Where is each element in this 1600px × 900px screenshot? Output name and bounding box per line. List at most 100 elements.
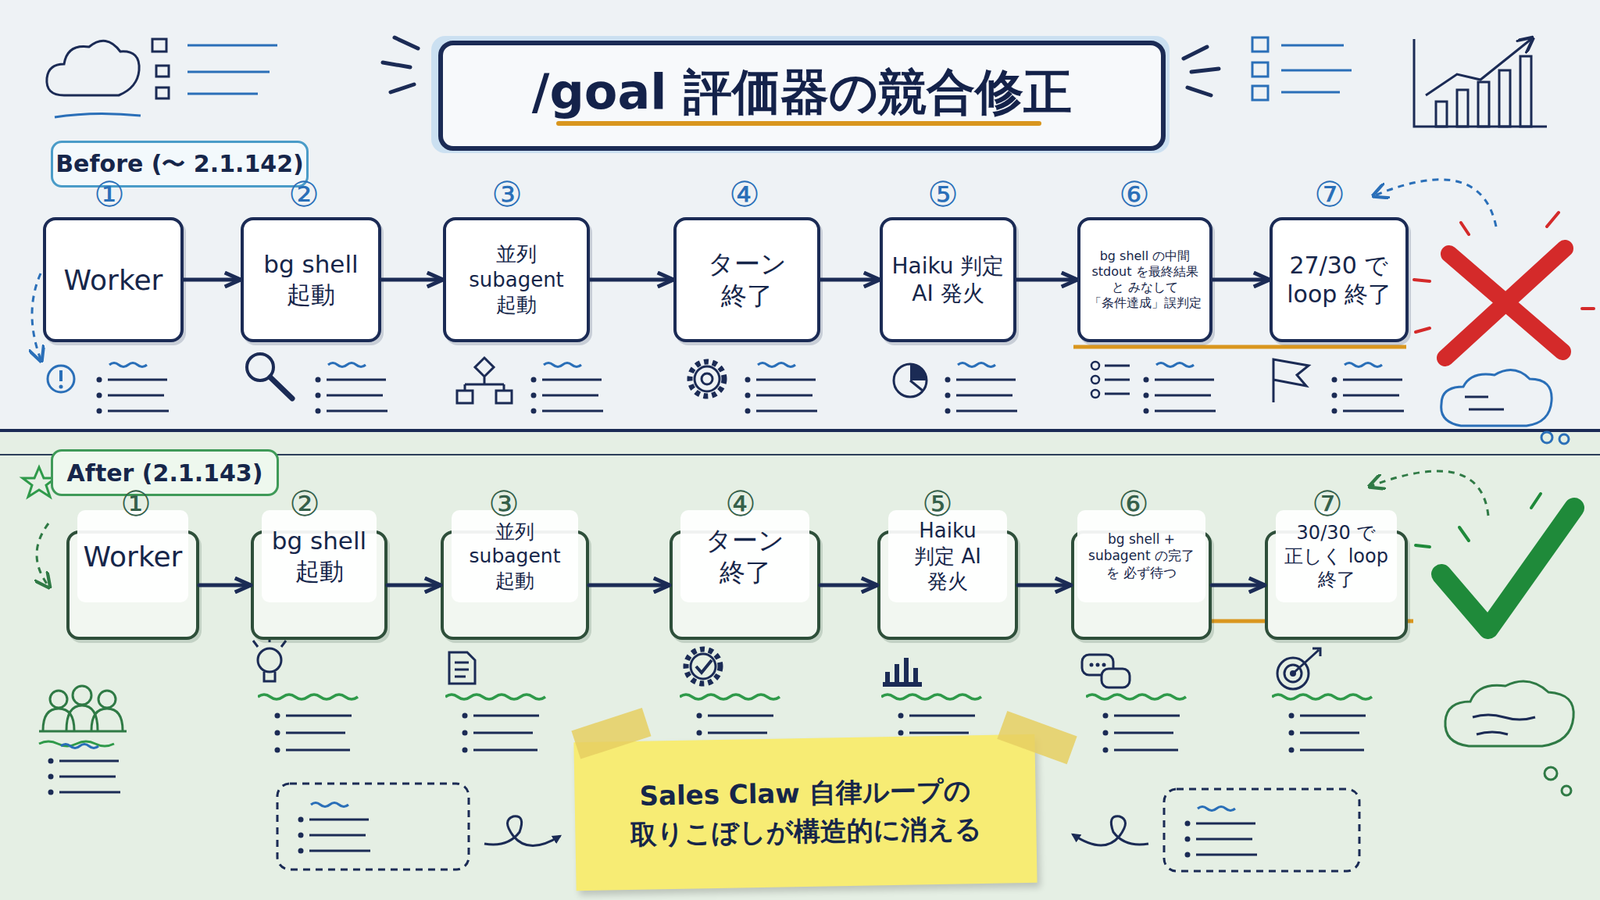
people-icon <box>98 690 116 708</box>
fail-cross <box>1445 248 1565 358</box>
thought-dot <box>1544 767 1558 780</box>
gear-icon <box>685 649 721 684</box>
thought-dot <box>1559 434 1569 444</box>
flow-arrow <box>589 583 670 588</box>
after-band <box>0 430 1600 900</box>
bullet-list <box>298 803 372 854</box>
check-square <box>1252 62 1268 77</box>
process-box: Haiku 判定 AI 発火 <box>877 530 1018 640</box>
bulb-icon <box>257 648 282 672</box>
flow-arrow <box>387 583 441 588</box>
bullet-list <box>257 694 358 754</box>
pie-icon <box>910 380 923 391</box>
callout-number: ① <box>85 170 133 218</box>
title-box <box>440 42 1164 149</box>
callout-number: ④ <box>717 479 765 527</box>
trend-line <box>1425 39 1532 96</box>
success-check <box>1441 507 1575 629</box>
bullet-list <box>531 363 604 415</box>
chat-icon <box>1089 663 1094 668</box>
dashed-note <box>277 783 469 870</box>
node-text: bg shell 起動 <box>251 249 371 311</box>
bar-icon <box>882 657 922 685</box>
chart-bar <box>1457 89 1468 127</box>
callout-number: ⑥ <box>1110 170 1158 218</box>
version-tag: Before (〜 2.1.142) <box>50 140 309 188</box>
divider <box>0 428 1600 433</box>
process-box: 30/30 で 正しく loop 終了 <box>1264 530 1408 640</box>
flow-icon <box>496 390 512 404</box>
title-underline <box>558 121 1040 126</box>
flow-arrow <box>183 278 241 283</box>
people-icon <box>72 685 92 705</box>
check-square <box>1252 37 1268 52</box>
node-text: Haiku 判定 AI 発火 <box>888 510 1008 603</box>
bullet-list <box>315 363 389 415</box>
gear-icon <box>689 361 725 397</box>
note-lines <box>1464 396 1504 410</box>
dashed-note <box>1164 789 1360 872</box>
chat-icon <box>1102 663 1107 668</box>
callout-number: ⑦ <box>1303 479 1351 527</box>
node-text: bg shell の中間 stdout を最終結果 と みなして 「条件達成」誤… <box>1085 248 1205 311</box>
emphasis-marks <box>1414 212 1594 333</box>
check-square <box>156 65 169 77</box>
note-lines <box>54 45 278 118</box>
node-text: 並列 subagent 起動 <box>451 510 579 603</box>
chart-bar <box>1478 82 1490 127</box>
callout-number: ① <box>112 479 160 527</box>
gear-icon <box>694 366 720 392</box>
loop-arrow <box>1371 471 1489 516</box>
bullet-list <box>1143 363 1217 415</box>
flow-icon <box>457 390 473 404</box>
title-wash <box>431 35 1170 154</box>
sticky-note: Sales Claw 自律ループの 取りこぼしが構造的に消える <box>573 734 1037 891</box>
pie-icon <box>893 364 927 397</box>
callout-number: ⑤ <box>919 170 967 218</box>
alert-icon <box>59 385 64 390</box>
flow-arrow <box>381 278 443 283</box>
process-box: 並列 subagent 起動 <box>442 217 590 343</box>
note-lines <box>1472 714 1536 735</box>
flow-arrow <box>820 278 880 283</box>
process-box: bg shell 起動 <box>240 217 382 343</box>
node-text: 並列 subagent 起動 <box>453 241 579 318</box>
bullet-list <box>1085 694 1186 754</box>
people-icon <box>39 705 127 732</box>
chat-icon <box>1096 663 1100 668</box>
flow-arrow <box>1212 278 1270 283</box>
node-text: ターン 終了 <box>684 247 810 313</box>
list-icon <box>1091 361 1100 370</box>
node-text: Before (〜 2.1.142) <box>55 148 304 181</box>
flow-arrow <box>1017 583 1072 588</box>
process-box: ターン 終了 <box>669 530 821 640</box>
alert-icon <box>47 365 75 393</box>
squiggle <box>39 741 115 747</box>
gear-icon <box>690 653 716 679</box>
node-text: bg shell 起動 <box>261 510 377 603</box>
check-square <box>156 87 169 99</box>
thought-cloud <box>1445 681 1574 747</box>
version-tag: After (2.1.143) <box>50 449 279 497</box>
pie-icon <box>910 364 927 381</box>
callout-number: ③ <box>480 479 528 527</box>
people-icon <box>50 690 68 708</box>
callout-number: ⑦ <box>1306 170 1354 218</box>
process-box: bg shell + subagent の完了 を 必ず待つ <box>1071 530 1212 640</box>
flow-arrow <box>820 583 878 588</box>
process-box: 並列 subagent 起動 <box>440 530 590 640</box>
node-text: ターン 終了 <box>680 510 810 603</box>
chart-bar <box>1520 56 1532 127</box>
note-lines <box>1281 45 1352 93</box>
check-square <box>152 39 167 52</box>
node-text: 27/30 で loop 終了 <box>1280 250 1398 310</box>
node-text: Worker <box>77 510 189 603</box>
magnifier-icon <box>270 377 293 399</box>
bullet-list <box>48 744 122 796</box>
thought-dot <box>1541 432 1553 443</box>
chat-icon <box>1101 668 1130 688</box>
title: /goal 評価器の競合修正 <box>440 42 1164 141</box>
curly-arrow <box>1072 816 1149 846</box>
callout-number: ② <box>281 479 329 527</box>
